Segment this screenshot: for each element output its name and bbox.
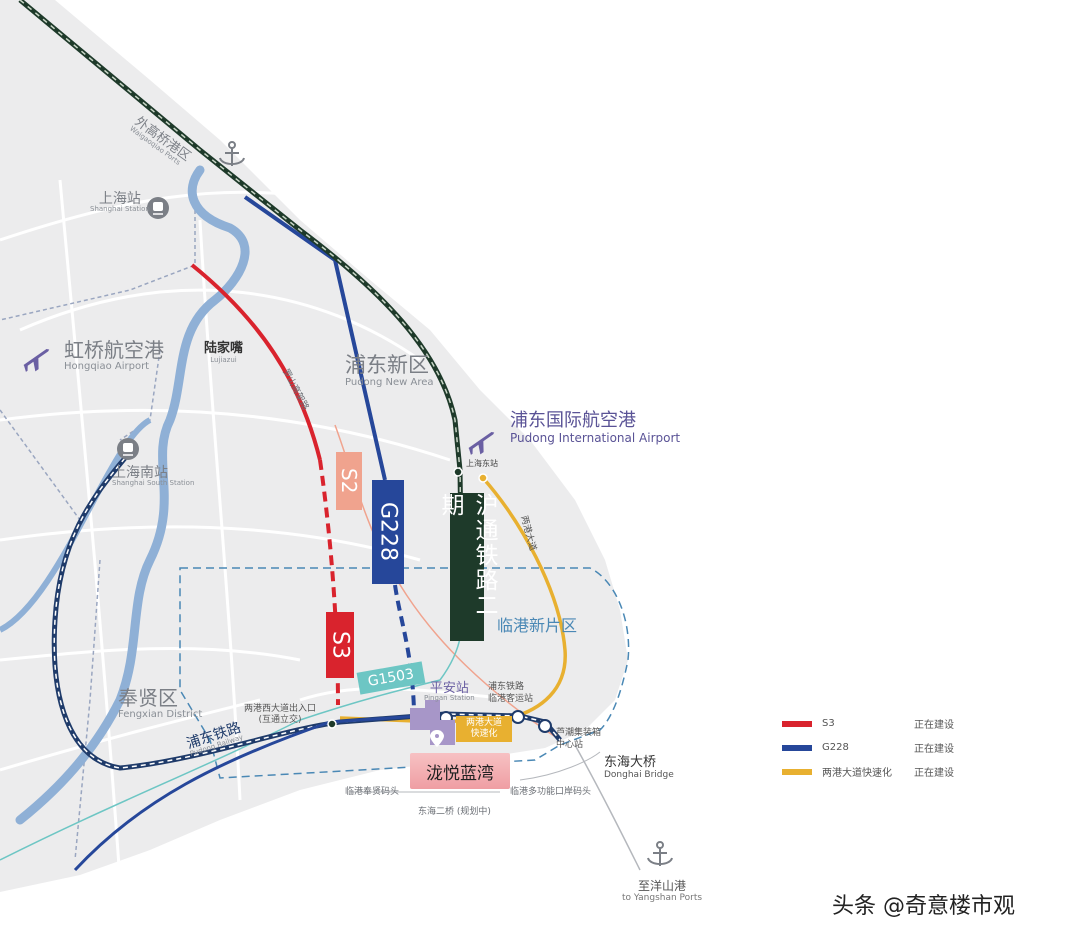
container-center-1: 芦潮集装箱 bbox=[556, 728, 602, 738]
pudong-new-area-en: Pudong New Area bbox=[345, 377, 434, 388]
legend-name-g228: G228 bbox=[822, 742, 849, 753]
pudong-airport-label: 浦东国际航空港 Pudong International Airport bbox=[510, 410, 681, 445]
fengxian-en: Fengxian District bbox=[118, 709, 203, 720]
shanghai-station-label: 上海站 Shanghai Station bbox=[90, 192, 150, 213]
yangshan-zh: 至洋山港 bbox=[638, 879, 687, 893]
express-badge-line1: 两港大道 bbox=[465, 718, 502, 729]
watermark: 头条 @奇意楼市观 bbox=[832, 894, 1015, 919]
hutong-badge: 沪通铁路二期 bbox=[437, 493, 497, 641]
hutong-badge-text: 沪通铁路二期 bbox=[437, 493, 497, 618]
legend-item-s3: S3 正在建设 bbox=[782, 716, 954, 731]
fengzi-pier-label: 临港奉贤码头 bbox=[345, 787, 400, 797]
donghai-bridge2-label: 东海二桥 (规划中) bbox=[418, 807, 491, 817]
pudong-new-area-zh: 浦东新区 bbox=[345, 353, 429, 377]
donghai-bridge-label: 东海大桥 Donghai Bridge bbox=[604, 756, 674, 780]
hongqiao-en: Hongqiao Airport bbox=[64, 361, 150, 372]
yangshan-label: 至洋山港 to Yangshan Ports bbox=[622, 880, 702, 903]
lingang-label: 临港新片区 bbox=[497, 616, 578, 635]
shanghai-south-station-icon bbox=[117, 438, 139, 460]
s3-line bbox=[190, 263, 322, 461]
g1503-road bbox=[0, 619, 463, 861]
donghai-bridge-en: Donghai Bridge bbox=[604, 770, 674, 780]
express-badge-line2: 快速化 bbox=[470, 729, 498, 739]
lingang-passenger-2: 临港客运站 bbox=[488, 693, 534, 704]
lingang-passenger-1: 浦东铁路 bbox=[488, 682, 525, 692]
coastal-highway bbox=[73, 714, 421, 872]
lujiazui-en: Lujiazui bbox=[210, 356, 237, 364]
project-badge-text: 泷悦蓝湾 bbox=[426, 763, 494, 784]
shanghai-south-en: Shanghai South Station bbox=[112, 479, 195, 487]
huangpu-river bbox=[15, 165, 250, 825]
pudong-airport-en: Pudong International Airport bbox=[510, 431, 681, 445]
multi-pier-label: 临港多功能口岸码头 bbox=[510, 787, 592, 797]
lianggang-west-exit-1: 两港西大道出入口 bbox=[244, 704, 317, 714]
project-badge: 泷悦蓝湾 bbox=[410, 753, 510, 789]
lingang-passenger-label: 浦东铁路 临港客运站 bbox=[488, 682, 533, 705]
lingang-zone bbox=[179, 567, 630, 779]
g228-badge-text: G228 bbox=[375, 502, 401, 562]
fengxian-zh: 奉贤区 bbox=[118, 686, 178, 710]
shanghai-south-label: 上海南站 Shanghai South Station bbox=[112, 466, 194, 487]
legend-swatch-s3 bbox=[782, 720, 812, 727]
legend-status-lianggang: 正在建设 bbox=[914, 768, 954, 779]
pingan-label: 平安站 Pingan Station bbox=[424, 682, 475, 702]
fengxian-label: 奉贤区 Fengxian District bbox=[118, 688, 202, 720]
hongqiao-zh: 虹桥航空港 bbox=[64, 338, 164, 362]
donghai-bridge-line bbox=[574, 744, 641, 871]
donghai-bridge-zh: 东海大桥 bbox=[604, 755, 657, 770]
lujiazui-zh: 陆家嘴 bbox=[204, 341, 244, 356]
s3-badge: S3 bbox=[326, 612, 354, 678]
shanghai-station-icon bbox=[147, 197, 169, 219]
shanghai-station-zh: 上海站 bbox=[98, 191, 141, 207]
lianggang-avenue bbox=[339, 476, 567, 724]
express-badge: 两港大道 快速化 bbox=[456, 716, 512, 742]
s3-badge-text: S3 bbox=[327, 631, 353, 659]
land-area bbox=[0, 0, 628, 892]
shanghai-east-marker bbox=[453, 467, 463, 477]
pingan-station-block bbox=[410, 700, 455, 745]
lianggang-west-exit-label: 两港西大道出入口 (互通立交) bbox=[244, 704, 316, 726]
lianggang-start-marker bbox=[478, 473, 488, 483]
pudong-new-area-label: 浦东新区 Pudong New Area bbox=[345, 355, 434, 388]
shanghai-south-zh: 上海南站 bbox=[112, 465, 168, 481]
lianggang-west-exit-marker bbox=[327, 719, 337, 729]
legend-status-g228: 正在建设 bbox=[914, 744, 954, 755]
yangshan-en: to Yangshan Ports bbox=[622, 893, 703, 903]
hongqiao-label: 虹桥航空港 Hongqiao Airport bbox=[64, 340, 164, 372]
legend-swatch-g228 bbox=[782, 744, 812, 751]
g228-badge: G228 bbox=[372, 480, 404, 584]
g228-line-planned bbox=[393, 584, 416, 711]
location-pin-icon bbox=[430, 730, 444, 747]
shanghai-east-label: 上海东站 bbox=[466, 459, 498, 468]
lujiazui-label: 陆家嘴 Lujiazui bbox=[204, 342, 243, 364]
legend-name-s3: S3 bbox=[822, 718, 835, 729]
s2-badge: S2 bbox=[336, 452, 362, 510]
legend-status-s3: 正在建设 bbox=[914, 720, 954, 731]
pudong-airport-zh: 浦东国际航空港 bbox=[510, 410, 636, 431]
train-station-icon bbox=[439, 710, 552, 733]
s2-badge-text: S2 bbox=[337, 468, 361, 494]
anchor-icon bbox=[219, 141, 245, 166]
airplane-icon bbox=[23, 348, 495, 455]
anchor-icon-yangshan bbox=[647, 841, 673, 866]
pingan-en: Pingan Station bbox=[424, 694, 475, 702]
pingan-zh: 平安站 bbox=[429, 681, 469, 696]
legend-item-g228: G228 正在建设 bbox=[782, 740, 954, 755]
legend-item-lianggang: 两港大道快速化 正在建设 bbox=[782, 764, 954, 779]
container-center-label: 芦潮集装箱 中心站 bbox=[556, 728, 601, 751]
lianggang-west-exit-2: (互通立交) bbox=[258, 714, 302, 725]
legend-name-lianggang: 两港大道快速化 bbox=[822, 768, 892, 779]
container-center-2: 中心站 bbox=[556, 739, 584, 750]
legend-swatch-lianggang bbox=[782, 768, 812, 775]
shanghai-station-en: Shanghai Station bbox=[90, 205, 150, 213]
